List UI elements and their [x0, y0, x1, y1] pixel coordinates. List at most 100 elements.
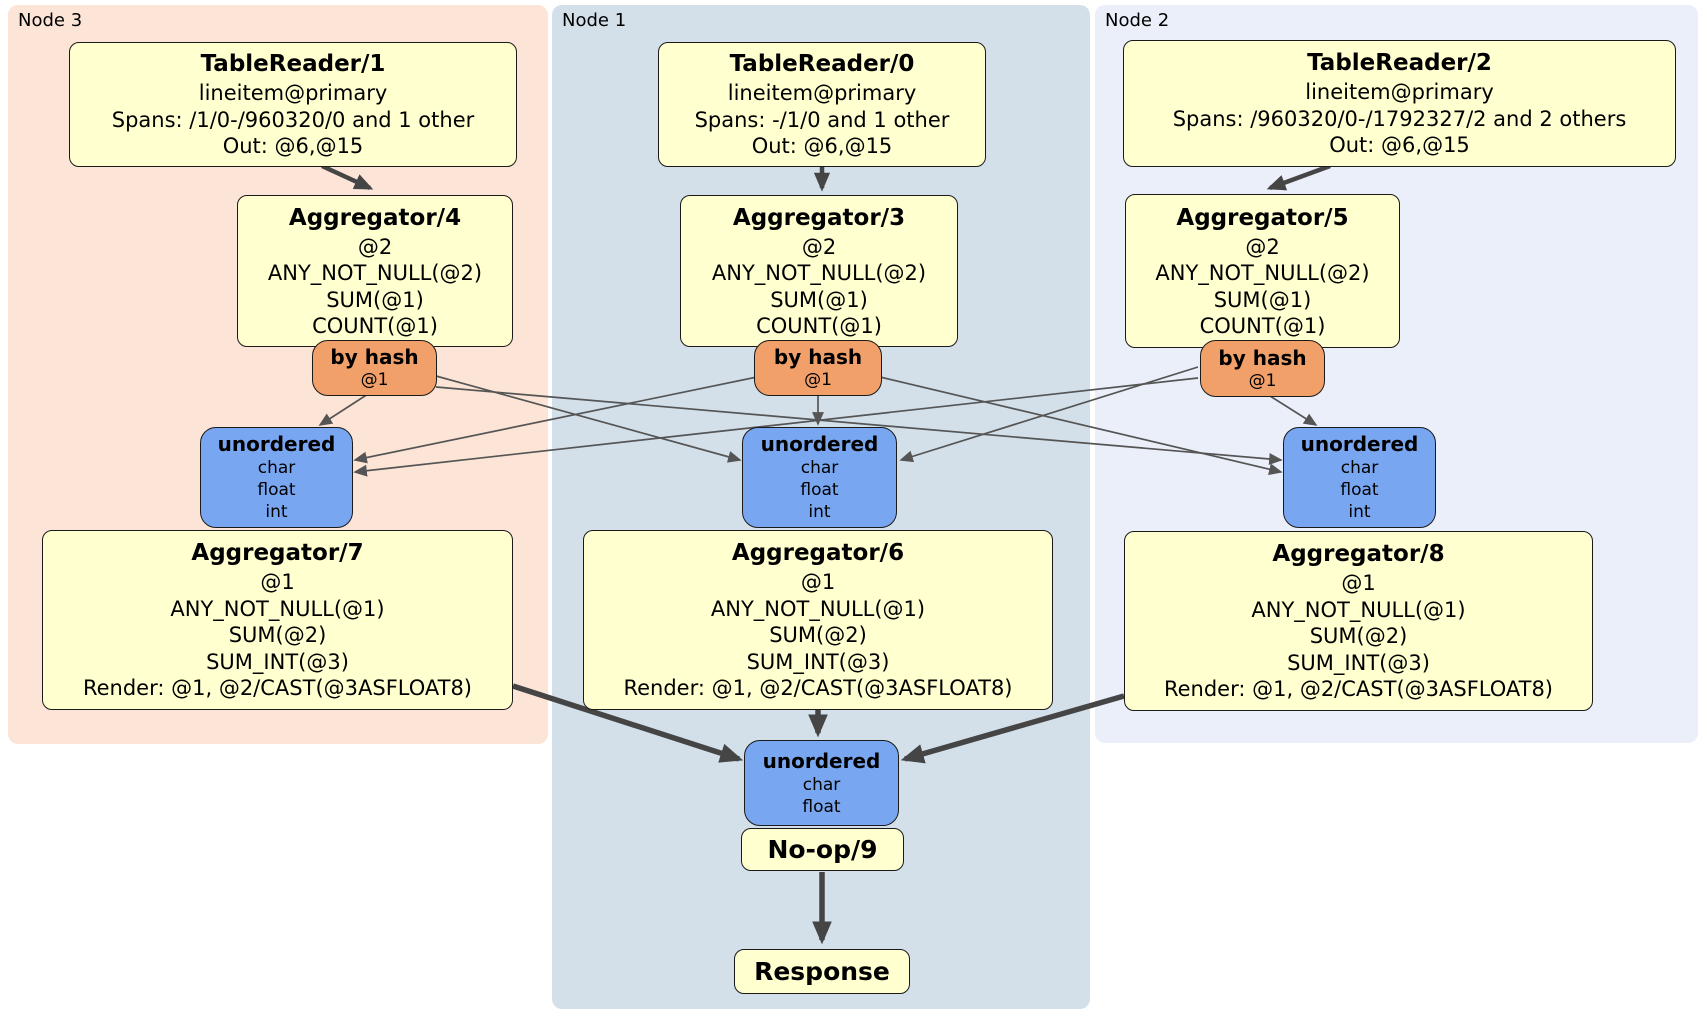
box-line: Spans: /1/0-/960320/0 and 1 other [111, 107, 475, 132]
box-line: Render: @1, @2/CAST(@3ASFLOAT8) [1163, 677, 1554, 702]
node1-label: Node 1 [562, 10, 627, 31]
box-line: SUM(@1) [1213, 287, 1312, 312]
node2-label: Node 2 [1105, 10, 1170, 31]
sync-line: float [1340, 480, 1379, 500]
box-aggregator-4: Aggregator/4 @2 ANY_NOT_NULL(@2) SUM(@1)… [237, 195, 513, 347]
box-line: SUM(@2) [228, 623, 327, 648]
sync-line: char [802, 774, 841, 795]
router-line: @1 [804, 370, 832, 390]
sync-line: char [1340, 458, 1379, 478]
sync-title: unordered [217, 432, 336, 456]
edge-agg7-syncf [512, 683, 744, 763]
box-line: Out: @6,@15 [222, 134, 364, 159]
box-line: @1 [260, 570, 295, 595]
sync-line: char [257, 458, 296, 478]
box-line: SUM(@2) [769, 623, 867, 648]
sync-line: float [257, 480, 296, 500]
box-line: SUM(@1) [326, 287, 424, 312]
router-title: by hash [330, 345, 419, 369]
box-title: TableReader/2 [1307, 50, 1492, 77]
box-title: Aggregator/8 [1272, 541, 1445, 568]
box-line: @1 [800, 570, 836, 595]
box-title: Aggregator/5 [1176, 204, 1349, 231]
box-line: Render: @1, @2/CAST(@3ASFLOAT8) [623, 676, 1013, 701]
sync-line: char [800, 458, 839, 478]
box-line: Spans: -/1/0 and 1 other [694, 107, 950, 132]
sync-unordered-node3: unordered char float int [200, 427, 353, 528]
box-line: Out: @6,@15 [1329, 133, 1470, 158]
box-line: ANY_NOT_NULL(@1) [1251, 597, 1466, 622]
box-line: lineitem@primary [198, 81, 388, 106]
box-line: ANY_NOT_NULL(@2) [1155, 261, 1370, 285]
sync-unordered-final: unordered char float [744, 740, 899, 826]
box-line: ANY_NOT_NULL(@2) [267, 261, 483, 285]
router-by-hash-node2: by hash @1 [1200, 340, 1325, 397]
edge-hash2-sync3 [353, 377, 1199, 477]
box-line: @2 [1245, 234, 1280, 259]
box-response: Response [734, 949, 910, 994]
edge-hash1-sync3 [353, 376, 758, 464]
box-title: Aggregator/4 [288, 204, 462, 231]
node3-label: Node 3 [18, 10, 83, 31]
edge-hash2-sync2 [1269, 395, 1318, 426]
box-aggregator-8: Aggregator/8 @1 ANY_NOT_NULL(@1) SUM(@2)… [1124, 531, 1593, 711]
box-line: COUNT(@1) [756, 314, 882, 338]
box-line: @2 [357, 234, 393, 259]
box-line: SUM_INT(@3) [206, 649, 349, 674]
edge-hash3-sync2 [435, 386, 1283, 465]
box-title: TableReader/1 [200, 51, 386, 78]
box-line: Spans: /960320/0-/1792327/2 and 2 others [1172, 106, 1627, 131]
box-tablereader-0: TableReader/0 lineitem@primary Spans: -/… [658, 42, 986, 167]
sync-line: int [1348, 502, 1371, 522]
box-line: ANY_NOT_NULL(@1) [170, 596, 385, 621]
box-line: Render: @1, @2/CAST(@3ASFLOAT8) [82, 676, 473, 701]
sync-unordered-node2: unordered char float int [1283, 427, 1436, 528]
sync-title: unordered [760, 432, 879, 456]
box-line: ANY_NOT_NULL(@2) [711, 261, 927, 285]
box-line: SUM(@2) [1309, 624, 1408, 649]
box-line: lineitem@primary [727, 81, 917, 106]
sync-unordered-node1: unordered char float int [742, 427, 897, 528]
box-line: COUNT(@1) [1199, 314, 1326, 338]
router-by-hash-node1: by hash @1 [754, 340, 882, 396]
box-title: Aggregator/3 [732, 204, 906, 231]
box-tablereader-2: TableReader/2 lineitem@primary Spans: /9… [1123, 40, 1676, 167]
edge-tr1-agg4 [321, 163, 374, 191]
box-aggregator-5: Aggregator/5 @2 ANY_NOT_NULL(@2) SUM(@1)… [1125, 194, 1400, 348]
box-line: @2 [801, 234, 837, 259]
edge-hash1-sync2 [879, 376, 1283, 476]
router-by-hash-node3: by hash @1 [312, 340, 437, 396]
box-line: SUM_INT(@3) [1287, 650, 1430, 675]
sync-line: int [808, 502, 831, 522]
edge-agg8-syncf [900, 693, 1125, 764]
router-line: @1 [1248, 370, 1277, 391]
box-tablereader-1: TableReader/1 lineitem@primary Spans: /1… [69, 42, 517, 167]
sync-line: int [265, 502, 288, 522]
box-title: Aggregator/7 [191, 540, 364, 567]
box-line: @1 [1341, 571, 1376, 596]
box-title: Aggregator/6 [731, 540, 905, 567]
edge-tr2-agg5 [1266, 163, 1331, 191]
router-line: @1 [360, 370, 389, 390]
edge-hash3-sync3 [318, 393, 369, 426]
edge-hash2-sync1 [899, 366, 1199, 463]
box-aggregator-7: Aggregator/7 @1 ANY_NOT_NULL(@1) SUM(@2)… [42, 530, 513, 710]
edge-hash3-sync1 [435, 375, 742, 463]
sync-line: float [800, 480, 839, 500]
box-line: SUM(@1) [770, 287, 868, 312]
router-title: by hash [1218, 345, 1307, 370]
box-title: TableReader/0 [729, 51, 915, 78]
box-line: COUNT(@1) [312, 314, 438, 338]
sync-title: unordered [1300, 432, 1419, 456]
box-title: No-op/9 [767, 835, 878, 864]
box-noop-9: No-op/9 [741, 828, 904, 871]
box-title: Response [754, 957, 890, 986]
router-title: by hash [773, 345, 863, 369]
box-aggregator-3: Aggregator/3 @2 ANY_NOT_NULL(@2) SUM(@1)… [680, 195, 958, 347]
box-line: lineitem@primary [1305, 80, 1494, 105]
box-line: SUM_INT(@3) [746, 649, 890, 674]
box-line: ANY_NOT_NULL(@1) [710, 596, 926, 621]
sync-line: float [802, 796, 841, 817]
